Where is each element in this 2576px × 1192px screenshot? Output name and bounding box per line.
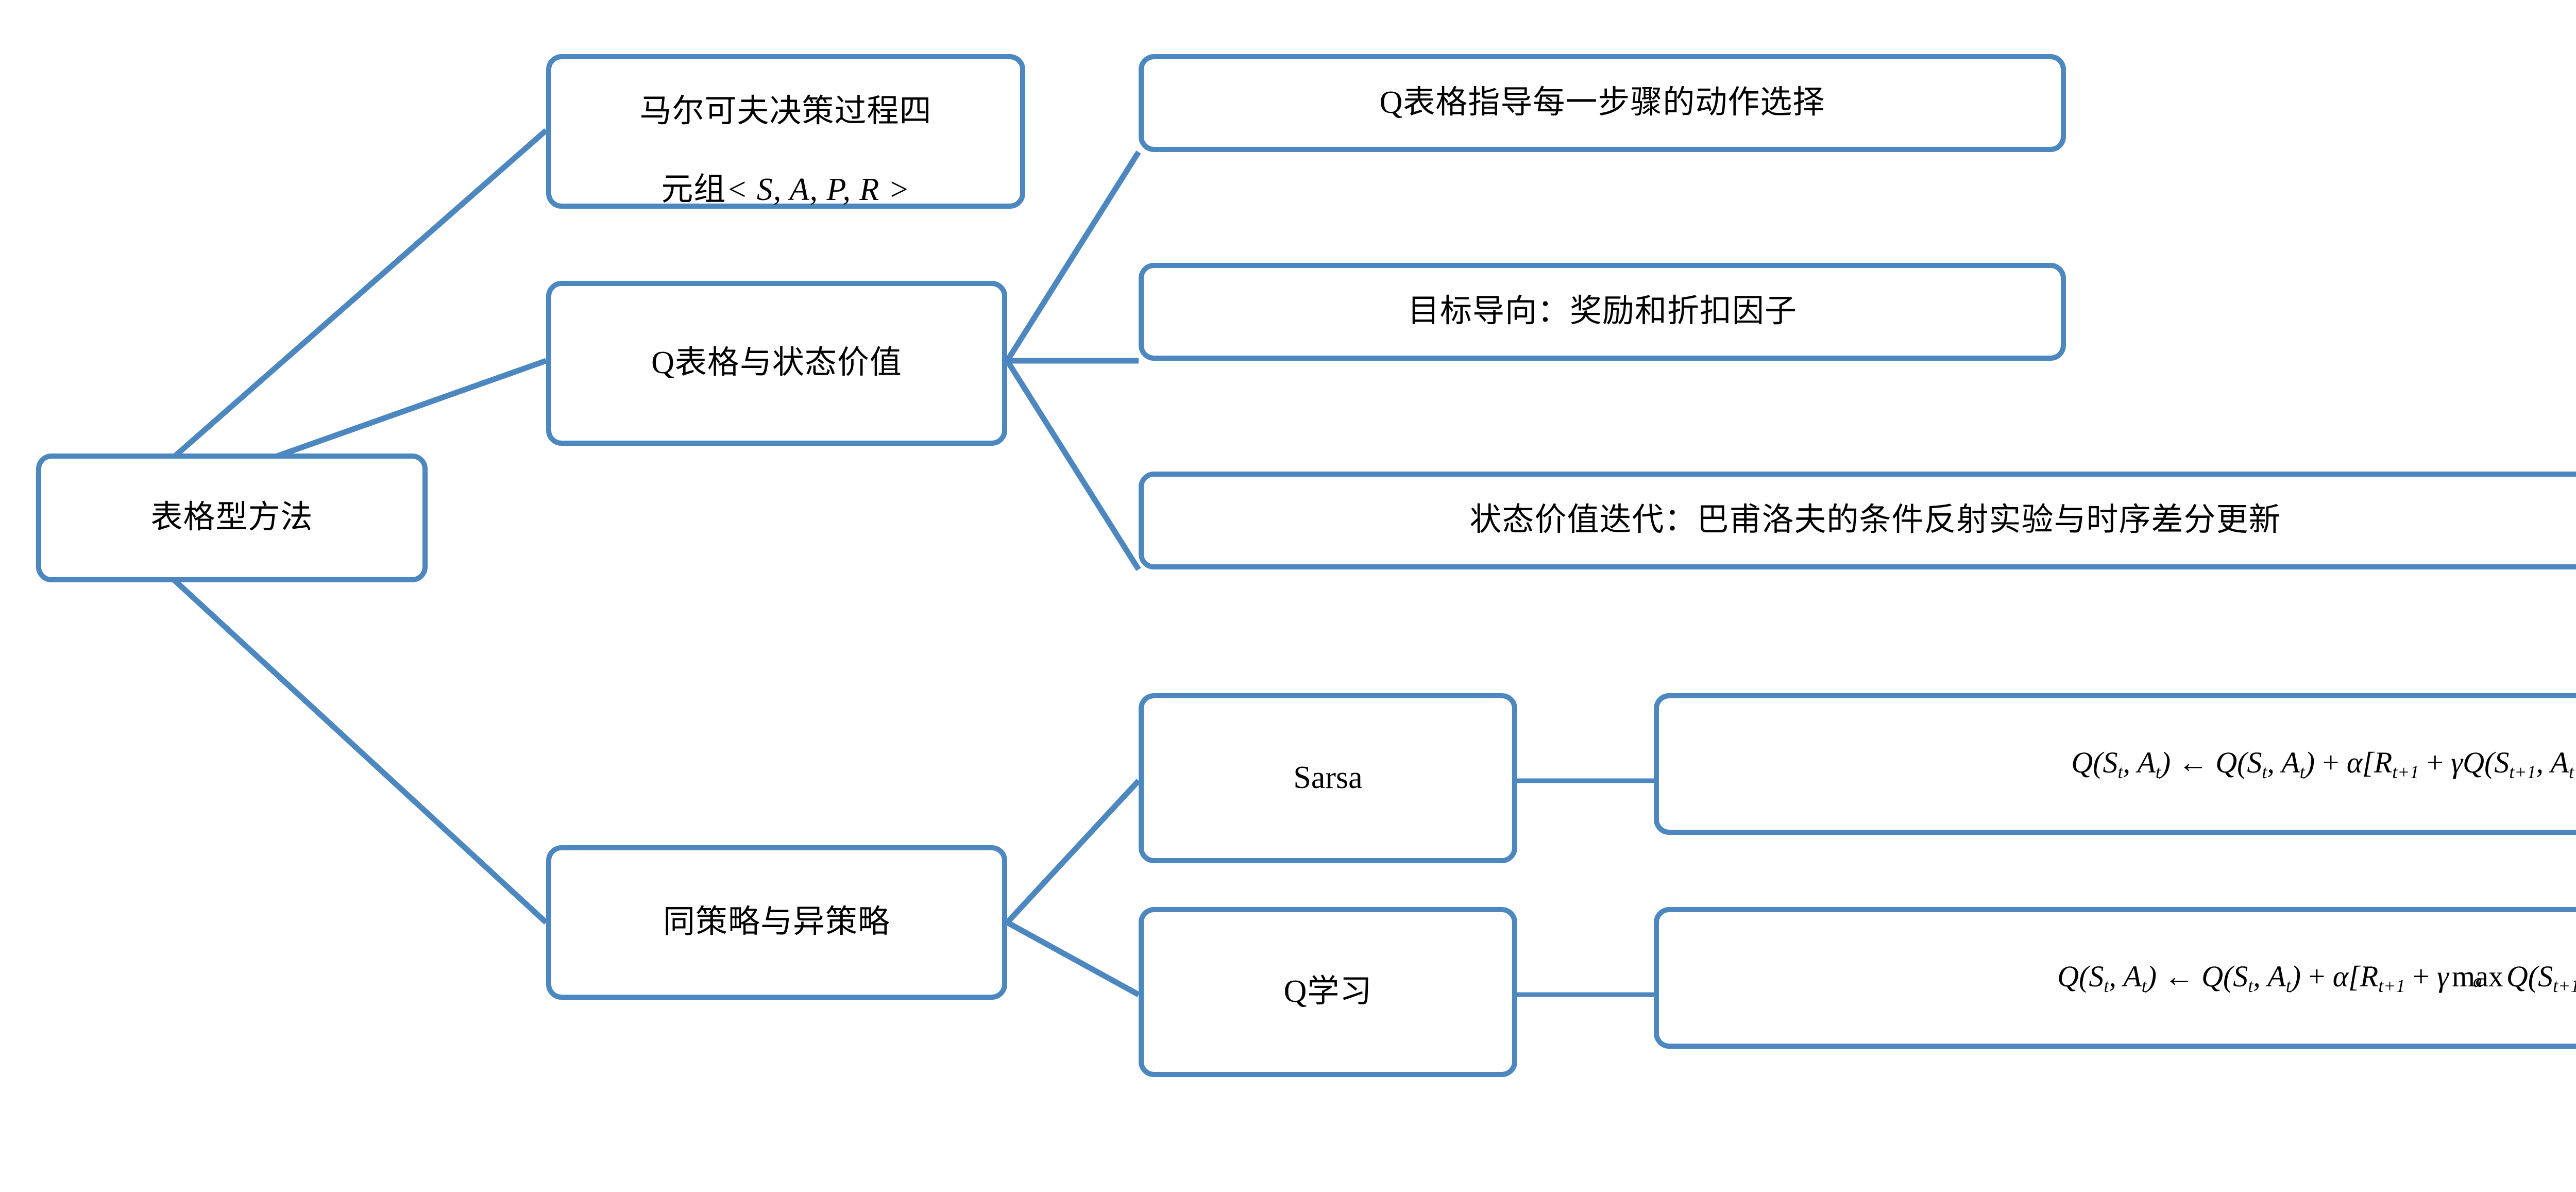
mdp-tuple-math: < S, A, P, R >	[726, 172, 910, 207]
node-mdp-tuple[interactable]: 马尔可夫决策过程四 元组< S, A, P, R >	[546, 54, 1025, 209]
edge-policy-to-sarsa	[1005, 779, 1141, 925]
node-root[interactable]: 表格型方法	[36, 454, 428, 582]
node-q-table-guides-action[interactable]: Q表格指导每一步骤的动作选择	[1139, 54, 2066, 152]
node-sarsa-label: Sarsa	[1293, 760, 1363, 796]
node-goal-reward-discount[interactable]: 目标导向：奖励和折扣因子	[1139, 263, 2066, 361]
node-q-table-state-value-label: Q表格与状态价值	[651, 345, 902, 381]
node-root-label: 表格型方法	[150, 500, 313, 535]
node-state-value-iteration-label: 状态价值迭代：巴甫洛夫的条件反射实验与时序差分更新	[1469, 502, 2281, 538]
node-q-learning[interactable]: Q学习	[1139, 907, 1517, 1077]
node-mdp-tuple-label: 马尔可夫决策过程四 元组< S, A, P, R >	[551, 54, 1020, 210]
mdp-line-2-prefix: 元组	[661, 172, 726, 207]
node-on-off-policy-label: 同策略与异策略	[663, 904, 890, 940]
edge-qtable-to-value	[1005, 359, 1141, 571]
node-state-value-iteration[interactable]: 状态价值迭代：巴甫洛夫的条件反射实验与时序差分更新	[1139, 472, 2576, 569]
edge-policy-to-qlearn	[1006, 920, 1140, 997]
node-q-table-state-value[interactable]: Q表格与状态价值	[546, 281, 1007, 446]
node-sarsa[interactable]: Sarsa	[1139, 693, 1517, 863]
edge-qtable-to-action	[1005, 150, 1141, 362]
node-sarsa-formula[interactable]: Q(St, At) ← Q(St, At) + α[Rt+1 + γQ(St+1…	[1654, 693, 2576, 835]
mdp-line-1: 马尔可夫决策过程四	[639, 94, 932, 129]
node-goal-reward-discount-label: 目标导向：奖励和折扣因子	[1407, 294, 1797, 329]
node-q-learning-label: Q学习	[1283, 974, 1372, 1010]
node-on-off-policy[interactable]: 同策略与异策略	[546, 845, 1007, 1000]
node-sarsa-formula-text: Q(St, At) ← Q(St, At) + α[Rt+1 + γQ(St+1…	[2071, 745, 2576, 782]
node-q-table-guides-action-label: Q表格指导每一步骤的动作选择	[1379, 85, 1825, 121]
